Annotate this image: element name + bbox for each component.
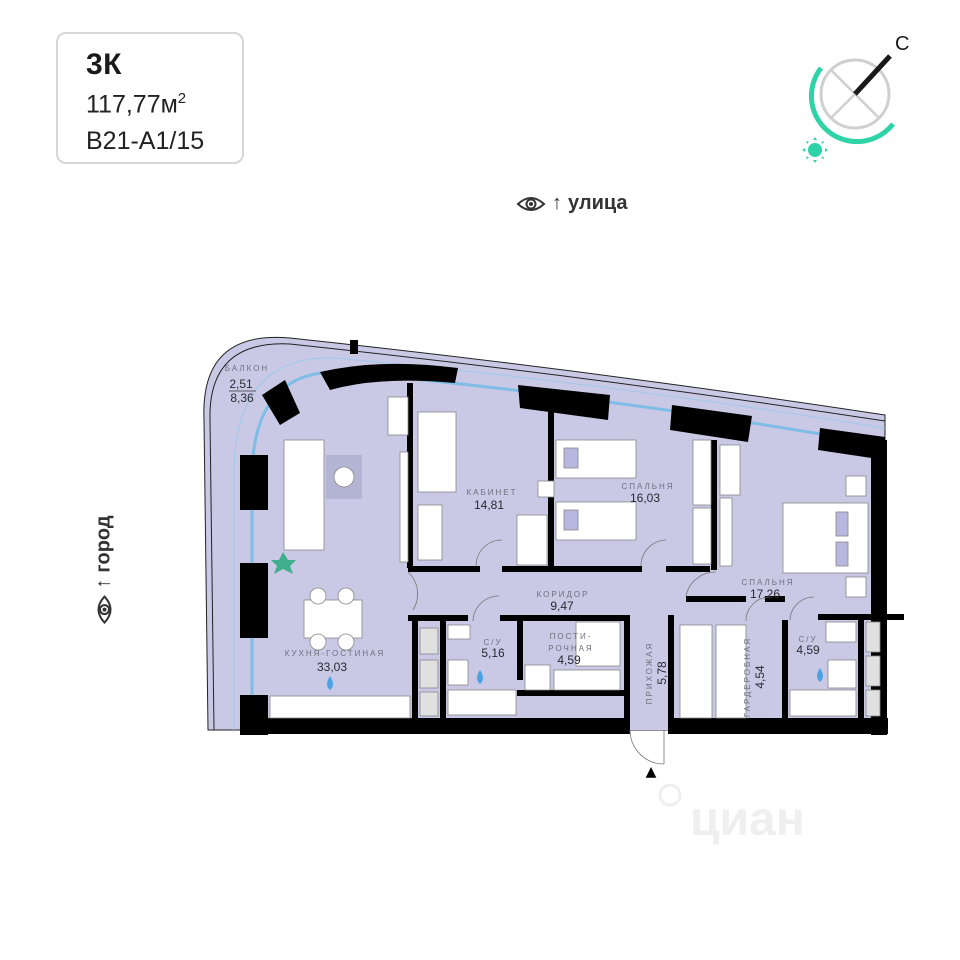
furniture [269, 396, 881, 719]
unit-code: B21-A1/15 [86, 127, 205, 155]
eye-icon [516, 196, 546, 211]
area-unit-superscript: 2 [177, 90, 187, 107]
apartment-info-card: 3К 117,77м2 B21-A1/15 [56, 32, 244, 164]
bedroom1-label: СПАЛЬНЯ [621, 482, 674, 491]
room-count-label: 3К [86, 48, 122, 81]
street-arrow-icon: ↑ [552, 192, 562, 214]
bedroom1-area: 16,03 [630, 491, 660, 505]
total-area: 117,77м2 [86, 90, 186, 119]
doors [407, 539, 815, 765]
corridor-label: КОРИДОР [537, 590, 590, 599]
laundry-label-line1: ПОСТИ- [550, 632, 593, 641]
bathroom2-area: 4,59 [796, 643, 820, 657]
laundry-area: 4,59 [557, 653, 581, 667]
street-view-indicator: ↑ улица [516, 192, 628, 215]
street-label: улица [568, 192, 628, 214]
hallway-label: ПРИХОЖАЯ [645, 642, 654, 704]
wardrobe-area: 4,54 [753, 665, 767, 689]
entrance-marker-icon: ▲ [646, 764, 657, 780]
bathroom2-label: С/У [798, 635, 817, 644]
study-label: КАБИНЕТ [467, 488, 518, 497]
compass-icon: С [802, 33, 909, 163]
sun-icon [802, 137, 828, 163]
balcony-label: БАЛКОН [225, 364, 269, 373]
water-drop-icons [327, 668, 823, 690]
compass-north-label: С [895, 33, 909, 55]
corridor-area: 9,47 [550, 599, 574, 613]
watermark-logo: циан [658, 783, 805, 846]
city-view-indicator: ↑ город [86, 500, 122, 640]
balcony-area-bottom: 8,36 [230, 391, 254, 405]
bathroom1-area: 5,16 [481, 646, 505, 660]
balcony-area-top: 2,51 [229, 377, 253, 391]
kitchen-living-label: КУХНЯ-ГОСТИНАЯ [285, 649, 386, 658]
wardrobe-label: ГАРДЕРОБНАЯ [743, 637, 752, 717]
watermark-text: циан [690, 793, 805, 846]
study-area: 14,81 [474, 498, 504, 512]
total-area-value: 117,77м [86, 90, 178, 119]
bedroom2-label: СПАЛЬНЯ [741, 578, 794, 587]
bathroom1-label: С/У [483, 638, 502, 647]
walls [240, 340, 904, 735]
kitchen-living-area: 33,03 [317, 660, 347, 674]
plant-icon [271, 552, 296, 574]
hallway-area: 5,78 [655, 661, 669, 685]
laundry-label-line2: РОЧНАЯ [548, 644, 593, 653]
eye-icon [97, 595, 111, 625]
bedroom2-area: 17,26 [750, 587, 780, 601]
